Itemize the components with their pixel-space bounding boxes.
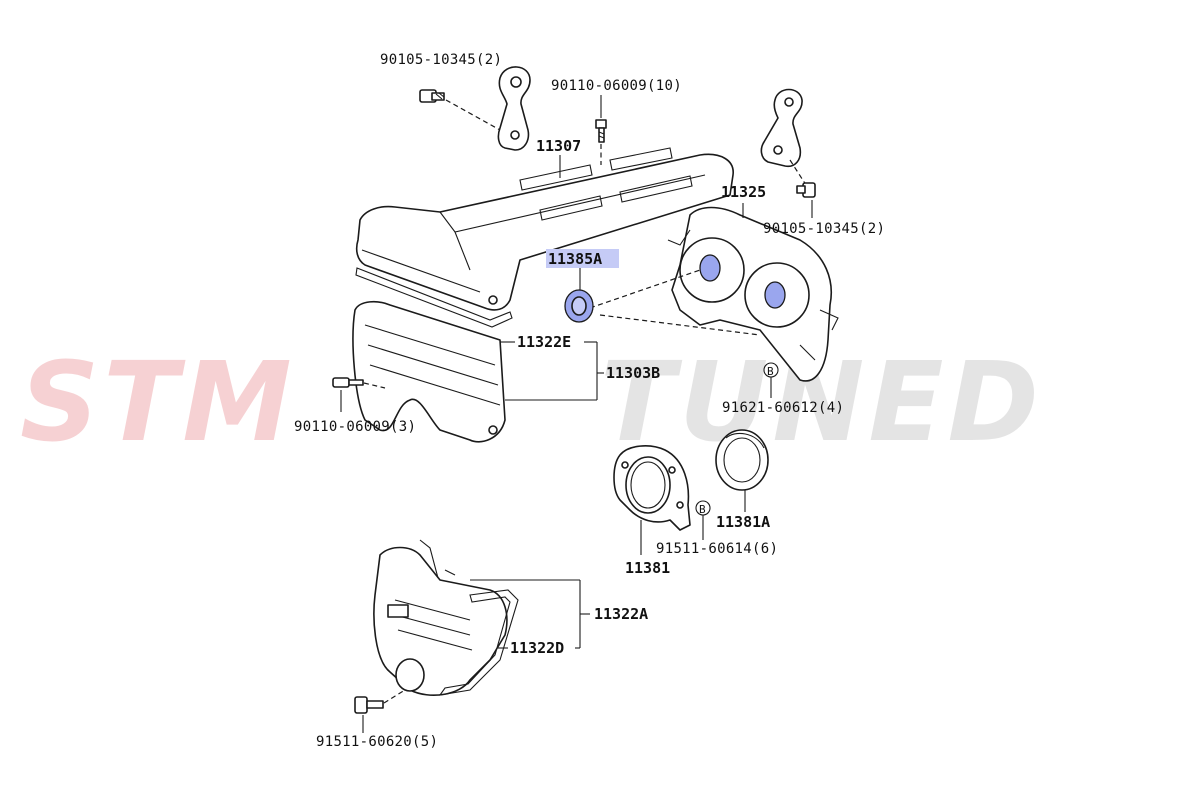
dash-line: [363, 382, 386, 389]
stm-tuned-watermark: STM TUNED: [20, 338, 1039, 466]
label-91621-60612[interactable]: 91621-60612(4): [722, 400, 844, 416]
label-11307[interactable]: 11307: [536, 137, 581, 155]
label-11322A[interactable]: 11322A: [594, 605, 648, 623]
label-11322E[interactable]: 11322E: [517, 333, 571, 351]
gasket-11322D[interactable]: [438, 589, 519, 696]
watermark-stm: STM: [20, 338, 296, 466]
timing-belt-cover-11325[interactable]: [667, 206, 839, 382]
label-90105-10345-right[interactable]: 90105-10345(2): [763, 221, 885, 237]
oil-seal-retainer-11381[interactable]: [613, 445, 691, 531]
label-91511-60620[interactable]: 91511-60620(5): [316, 734, 438, 750]
bolt-90110-top[interactable]: [595, 119, 607, 143]
label-90110-06009-left[interactable]: 90110-06009(3): [294, 419, 416, 435]
dash-line: [383, 689, 406, 704]
gasket-11322E[interactable]: [355, 267, 513, 328]
label-11303B[interactable]: 11303B: [606, 364, 660, 382]
rear-oil-seal-11381A[interactable]: [715, 429, 769, 491]
ref-b-91621: B: [763, 362, 779, 398]
bolt-91511-bottom[interactable]: [354, 696, 384, 714]
label-91511-60614[interactable]: 91511-60614(6): [656, 541, 778, 557]
ref-b-91511: B: [695, 500, 711, 540]
bracket-11303B: [500, 341, 604, 401]
bolt-90105-right[interactable]: [796, 182, 816, 198]
timing-cover-11303B[interactable]: [352, 300, 506, 443]
label-11381A[interactable]: 11381A: [716, 513, 770, 531]
label-11381[interactable]: 11381: [625, 559, 670, 577]
dash-line: [789, 159, 807, 186]
dash-line: [589, 269, 761, 336]
engine-hanger-right[interactable]: [760, 88, 803, 168]
highlight-box-11385A: [546, 249, 619, 268]
timing-belt-cover-11322A[interactable]: [373, 539, 508, 696]
label-11385A[interactable]: 11385A: [548, 250, 602, 268]
engine-hanger-left[interactable]: [497, 66, 531, 151]
bolt-90105-left[interactable]: [419, 89, 445, 103]
label-90110-06009-top[interactable]: 90110-06009(10): [551, 78, 682, 94]
dash-line: [445, 99, 501, 131]
label-90105-10345-top[interactable]: 90105-10345(2): [380, 52, 502, 68]
svg-text:B: B: [699, 503, 706, 516]
label-11325[interactable]: 11325: [721, 183, 766, 201]
oil-seal-11385A[interactable]: [564, 289, 594, 323]
cylinder-head-cover-11307[interactable]: [355, 147, 734, 311]
label-11322D[interactable]: 11322D: [510, 639, 564, 657]
svg-text:B: B: [767, 365, 774, 378]
bracket-11322A: [470, 579, 590, 649]
bolt-90110-left[interactable]: [332, 377, 364, 388]
